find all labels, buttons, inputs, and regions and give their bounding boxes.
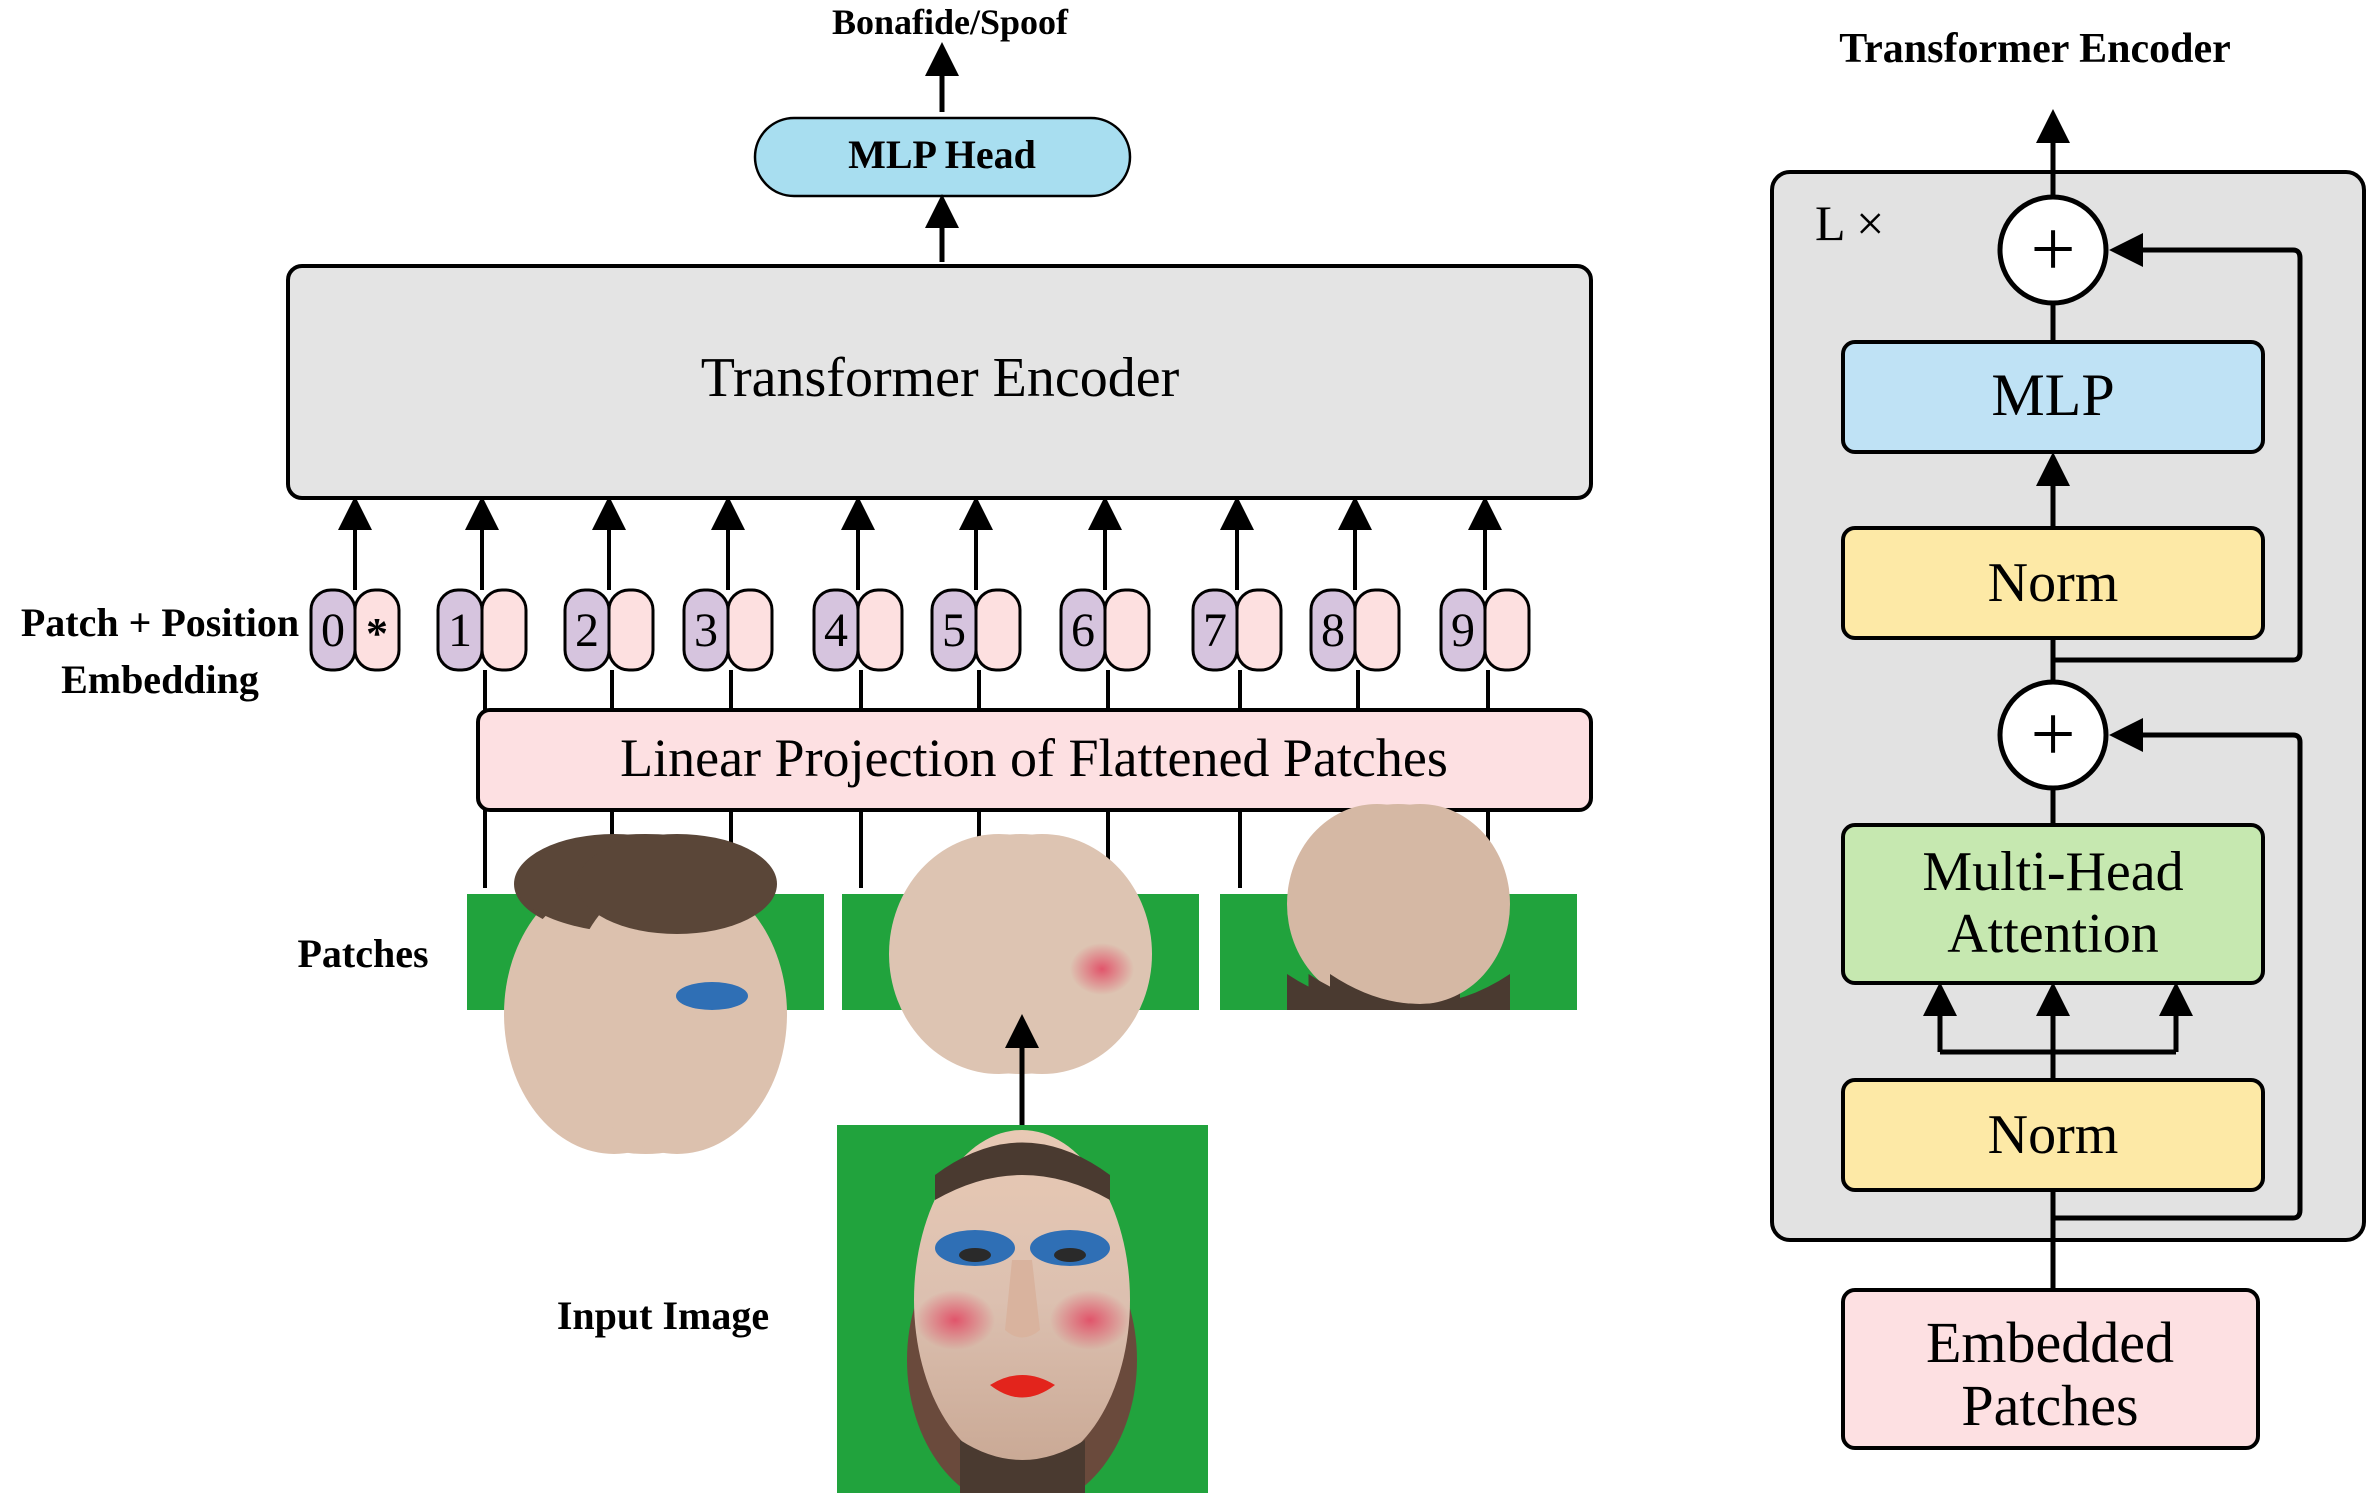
- add-symbol-upper: +: [2030, 206, 2075, 294]
- position-number-6: 6: [1071, 604, 1095, 657]
- transformer-encoder-box: [286, 264, 1593, 500]
- add-circle-upper: [1997, 194, 2109, 306]
- mlp-box: [1841, 340, 2265, 454]
- patch-embedding-7: [1235, 588, 1283, 672]
- position-number-0: 0: [321, 604, 345, 657]
- token-pair-3: 3: [682, 496, 774, 672]
- token-pair-9: 9: [1439, 496, 1531, 672]
- embedding-label-line2: Embedding: [61, 657, 259, 702]
- embedded-patches-line2: Patches: [1961, 1373, 2138, 1438]
- residual-path-upper: [2053, 233, 2303, 663]
- patch-tile-6: [932, 834, 1199, 1074]
- embedded-patches-line1: Embedded: [1926, 1310, 2174, 1375]
- patch-embedding-3: [726, 588, 774, 672]
- token-pair-7: 7: [1191, 496, 1283, 672]
- transformer-encoder-label: Transformer Encoder: [701, 347, 1180, 409]
- attention-label-line2: Attention: [1947, 903, 2159, 965]
- mlp-label: MLP: [1991, 362, 2114, 428]
- patch-embedding-0: [353, 588, 401, 672]
- add-symbol-lower: +: [2030, 691, 2075, 779]
- class-token-symbol: *: [366, 609, 388, 658]
- patch-embedding-5: [974, 588, 1022, 672]
- attention-label-line1: Multi-Head: [1922, 841, 2183, 903]
- token-pair-0: 0*: [309, 496, 401, 672]
- repeat-label: L ×: [1815, 195, 1884, 251]
- position-number-5: 5: [942, 604, 966, 657]
- right-title: Transformer Encoder: [1839, 26, 2231, 72]
- patch-tile-3: [567, 834, 824, 1154]
- embedded-patches-box: [1841, 1288, 2260, 1450]
- image-patches: [467, 804, 1577, 1154]
- attention-box: [1841, 823, 2265, 985]
- mlp-head-label: MLP Head: [848, 132, 1036, 177]
- position-number-9: 9: [1451, 604, 1475, 657]
- patch-embedding-9: [1483, 588, 1531, 672]
- linear-projection-label: Linear Projection of Flattened Patches: [620, 728, 1448, 788]
- position-number-2: 2: [575, 604, 599, 657]
- position-number-7: 7: [1203, 604, 1227, 657]
- linear-projection-box: [476, 708, 1593, 812]
- token-pair-4: 4: [812, 496, 904, 672]
- patch-embedding-6: [1103, 588, 1151, 672]
- token-pair-6: 6: [1059, 496, 1151, 672]
- patch-embedding-4: [856, 588, 904, 672]
- token-pair-5: 5: [930, 496, 1022, 672]
- patches-label: Patches: [297, 931, 428, 976]
- residual-path-lower: [2053, 718, 2303, 1221]
- norm-box-lower: [1841, 1078, 2265, 1192]
- patch-embedding-1: [480, 588, 528, 672]
- position-number-4: 4: [824, 604, 848, 657]
- position-number-3: 3: [694, 604, 718, 657]
- position-number-1: 1: [448, 604, 472, 657]
- position-number-8: 8: [1321, 604, 1345, 657]
- norm-label-upper: Norm: [1988, 552, 2119, 614]
- input-image-label: Input Image: [557, 1293, 769, 1338]
- add-circle-lower: [1997, 679, 2109, 791]
- token-pair-2: 2: [563, 496, 655, 672]
- patch-embedding-2: [607, 588, 655, 672]
- token-pair-8: 8: [1309, 496, 1401, 672]
- norm-label-lower: Norm: [1988, 1104, 2119, 1166]
- norm-box-upper: [1841, 526, 2265, 640]
- patch-tile-9: [1330, 804, 1577, 1010]
- embedding-label-line1: Patch + Position: [21, 600, 299, 645]
- input-image: [837, 1125, 1208, 1493]
- output-label: Bonafide/Spoof: [832, 2, 1069, 42]
- token-pair-1: 1: [436, 496, 528, 672]
- patch-embedding-8: [1353, 588, 1401, 672]
